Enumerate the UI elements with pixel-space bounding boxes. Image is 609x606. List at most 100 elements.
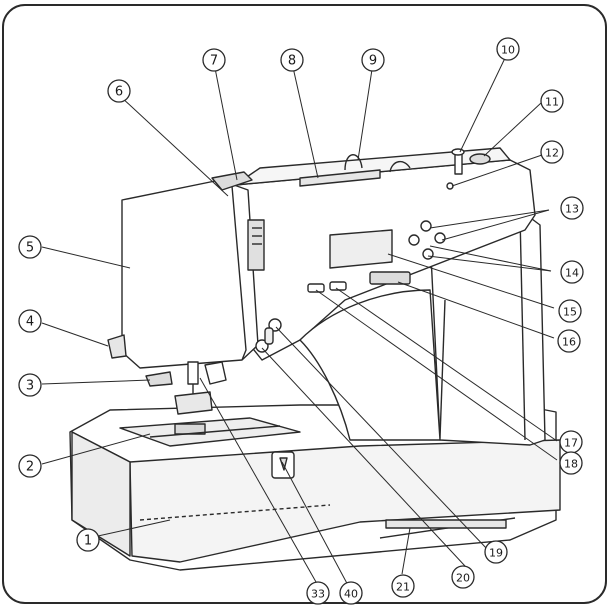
callout-number: 40	[344, 588, 358, 601]
dial-left	[408, 234, 420, 246]
bobbin-lever	[107, 334, 127, 359]
callout-11: 11	[540, 89, 564, 113]
callout-3: 3	[18, 373, 42, 397]
dial-down	[422, 248, 434, 260]
callout-9: 9	[361, 48, 385, 72]
callout-19: 19	[484, 540, 508, 564]
callout-4: 4	[18, 309, 42, 333]
callout-21: 21	[391, 574, 415, 598]
callout-number: 5	[26, 241, 34, 256]
callout-circle	[496, 37, 520, 61]
callout-number: 15	[563, 306, 577, 319]
callout-40: 40	[339, 581, 363, 605]
callout-circle	[451, 565, 475, 589]
arm-underside	[299, 289, 441, 441]
carry-handle	[299, 169, 381, 187]
callout-circle	[560, 260, 584, 284]
presser-foot	[174, 391, 213, 415]
callout-number: 1	[84, 534, 92, 549]
pillar-seam	[439, 299, 446, 439]
callout-number: 11	[545, 96, 559, 109]
callout-number: 14	[565, 267, 579, 280]
callout-number: 18	[564, 458, 578, 471]
plate-line	[149, 425, 281, 438]
pillar-seam-2	[519, 214, 526, 441]
callout-7: 7	[202, 48, 226, 72]
callout-number: 6	[115, 85, 123, 100]
callout-circle	[484, 540, 508, 564]
callout-12: 12	[540, 140, 564, 164]
callout-33: 33	[306, 581, 330, 605]
callout-circle	[558, 299, 582, 323]
callout-8: 8	[280, 48, 304, 72]
bed-slot	[385, 519, 507, 529]
needle-bar	[187, 361, 199, 385]
callout-number: 33	[311, 588, 325, 601]
callout-16: 16	[557, 329, 581, 353]
callout-circle	[557, 329, 581, 353]
callout-circle	[18, 373, 42, 397]
callout-5: 5	[18, 235, 42, 259]
bed-left-face	[71, 431, 131, 557]
callout-17: 17	[559, 430, 583, 454]
spool-pin	[389, 161, 411, 173]
callout-number: 12	[545, 147, 559, 160]
machine-drawing	[69, 147, 561, 571]
thread-cutter	[145, 371, 173, 387]
dial-right	[434, 232, 446, 244]
callout-15: 15	[558, 299, 582, 323]
callout-circle	[18, 309, 42, 333]
callout-2: 2	[18, 454, 42, 478]
callout-20: 20	[451, 565, 475, 589]
callout-1: 1	[76, 528, 100, 552]
bobbin-winder-cap	[451, 148, 465, 156]
callout-circle	[18, 235, 42, 259]
callout-circle	[76, 528, 100, 552]
callout-14: 14	[560, 260, 584, 284]
dashed-line	[139, 504, 331, 521]
callout-circle	[306, 581, 330, 605]
callout-number: 8	[288, 54, 296, 69]
bobbin-winder-stopper	[469, 153, 491, 165]
callout-circle	[560, 196, 584, 220]
arm-top	[234, 147, 511, 186]
button-b	[329, 281, 347, 291]
leader-lines	[41, 55, 558, 590]
callout-10: 10	[496, 37, 520, 61]
callout-number: 9	[369, 54, 377, 69]
callout-circle	[391, 574, 415, 598]
face-plate	[121, 179, 259, 369]
callout-number: 3	[26, 379, 34, 394]
callout-number: 20	[456, 572, 470, 585]
callout-circle	[540, 140, 564, 164]
callout-circle	[202, 48, 226, 72]
callout-number: 16	[562, 336, 576, 349]
thread-slot	[247, 219, 265, 271]
callout-circle	[559, 451, 583, 475]
callout-circle	[18, 454, 42, 478]
needle-position-btn	[264, 327, 274, 345]
button-a	[307, 283, 325, 293]
callout-circle	[361, 48, 385, 72]
spool-holder	[344, 154, 363, 171]
callout-number: 19	[489, 547, 503, 560]
callout-number: 21	[396, 581, 410, 594]
dial-up	[420, 220, 432, 232]
speed-slider	[369, 271, 411, 285]
buttonhole-lever	[204, 361, 227, 385]
callout-number: 10	[501, 44, 515, 57]
callout-circle	[107, 79, 131, 103]
callout-number: 4	[26, 315, 34, 330]
callout-circle	[540, 89, 564, 113]
lcd-display	[329, 229, 393, 269]
callout-number: 2	[26, 460, 34, 475]
callout-13: 13	[560, 196, 584, 220]
take-up-lever	[211, 171, 253, 191]
callout-number: 7	[210, 54, 218, 69]
callout-number: 13	[565, 203, 579, 216]
callout-number: 17	[564, 437, 578, 450]
accessory-box	[129, 439, 561, 563]
callout-6: 6	[107, 79, 131, 103]
